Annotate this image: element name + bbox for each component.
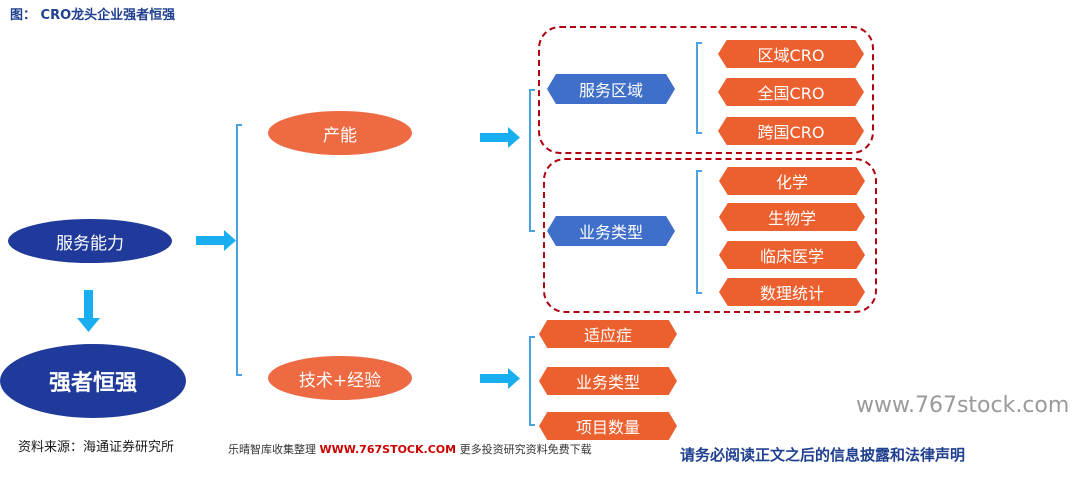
region-item-national: 全国CRO — [718, 78, 864, 106]
tech-item-project-count: 项目数量 — [539, 412, 677, 440]
promo-site-link[interactable]: WWW.767STOCK.COM — [319, 443, 457, 456]
node-business-type: 业务类型 — [547, 216, 675, 246]
arrow-right-3 — [480, 368, 520, 389]
node-capacity: 产能 — [268, 111, 412, 155]
business-item-clinical: 临床医学 — [719, 241, 865, 269]
arrow-down — [77, 290, 100, 332]
region-group-box — [538, 26, 874, 154]
node-service-region: 服务区域 — [547, 74, 675, 104]
region-item-multinational: 跨国CRO — [718, 117, 864, 145]
node-service-capability: 服务能力 — [8, 219, 172, 263]
bracket-capacity — [529, 89, 535, 232]
promo-suffix: 更多投资研究资料免费下载 — [459, 443, 592, 456]
watermark: www.767stock.com — [856, 393, 1070, 418]
arrow-right-1 — [196, 230, 236, 251]
figure-title: 图： CRO龙头企业强者恒强 — [10, 8, 176, 23]
region-item-local: 区域CRO — [718, 40, 864, 68]
bracket-business — [696, 170, 702, 294]
tech-item-indication: 适应症 — [539, 320, 677, 348]
node-tech-experience: 技术+经验 — [268, 356, 412, 400]
arrow-right-2 — [480, 127, 520, 148]
business-group-box — [543, 158, 877, 313]
node-strong-stronger: 强者恒强 — [0, 344, 186, 418]
promo-line: 乐晴智库收集整理 WWW.767STOCK.COM 更多投资研究资料免费下载 — [228, 441, 592, 457]
business-item-chemistry: 化学 — [719, 167, 865, 195]
bracket-region — [696, 42, 702, 134]
business-item-biology: 生物学 — [719, 203, 865, 231]
bracket-tech — [529, 336, 535, 426]
source-note: 资料来源：海通证券研究所 — [18, 440, 175, 455]
disclaimer: 请务必阅读正文之后的信息披露和法律声明 — [680, 446, 966, 464]
business-item-statistics: 数理统计 — [719, 278, 865, 306]
promo-prefix: 乐晴智库收集整理 — [228, 443, 316, 456]
tech-item-business-type: 业务类型 — [539, 367, 677, 395]
bracket-main — [236, 124, 242, 376]
